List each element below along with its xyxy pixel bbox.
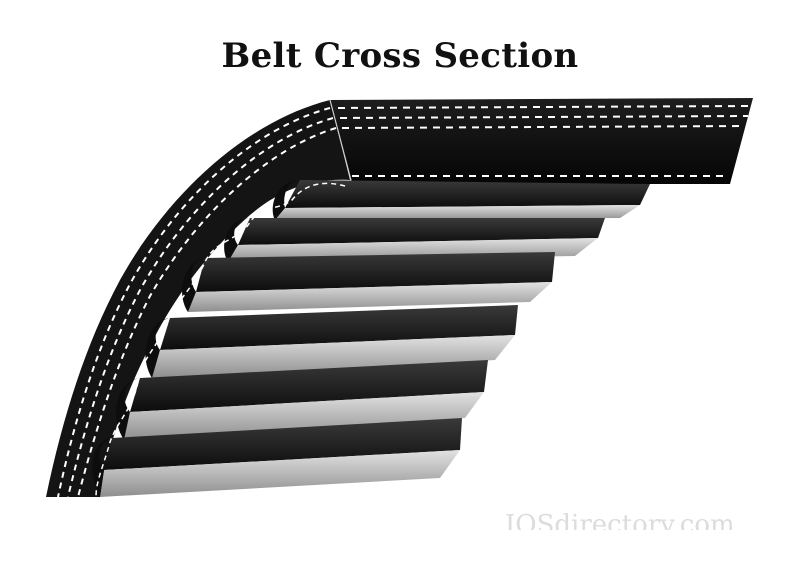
belt-tooth-5 [116, 360, 488, 440]
belt-cords-curved [57, 107, 337, 498]
belt-teeth [92, 180, 650, 497]
diagram-title: Belt Cross Section [221, 36, 579, 76]
belt-back-section [330, 98, 753, 184]
belt-cords-straight [337, 105, 751, 177]
belt-section-edge [329, 99, 353, 185]
belt-tooth-3 [182, 252, 555, 312]
watermark: IQSdirectory.com [505, 512, 735, 530]
belt-tooth-root-cord [95, 182, 346, 498]
belt-tooth-2 [224, 218, 605, 262]
belt-tooth-1 [272, 180, 650, 220]
belt-tooth-4 [145, 305, 518, 378]
